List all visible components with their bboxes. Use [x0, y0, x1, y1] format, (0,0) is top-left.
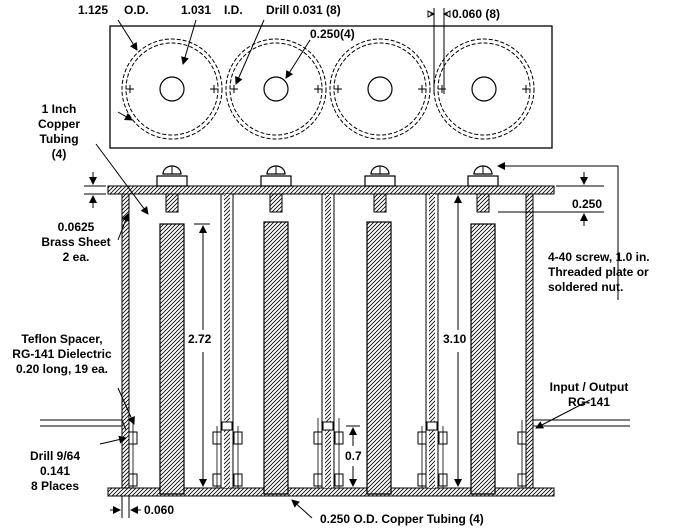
brass-sheet-line-2: Brass Sheet: [41, 235, 111, 249]
teflon-spacer-line-3: 0.20 long, 19 ea.: [15, 362, 109, 376]
coupling-wires: [132, 418, 523, 488]
od-value: 1.125: [78, 3, 109, 17]
side-leaders: [95, 143, 619, 519]
top-view: [109, 8, 553, 149]
resonator-rod-1: [159, 223, 185, 495]
top-brass-sheet: [107, 185, 555, 195]
screw-note-label: 4-40 screw, 1.0 in. Threaded plate or so…: [548, 250, 650, 295]
tuning-screw-1: [156, 165, 188, 213]
dim-brass: [84, 172, 106, 208]
hole-label: 0.250(4): [310, 27, 355, 41]
resonator-rod-4: [470, 223, 496, 495]
id-leader: [181, 19, 197, 65]
top-plate-outline: [109, 25, 553, 149]
resonator-rod-3: [366, 221, 392, 495]
copper-tubing-line-4: (4): [51, 147, 67, 161]
screw-note-line-2: Threaded plate or: [548, 265, 649, 279]
od-label: O.D.: [124, 3, 149, 17]
drill-places-line-1: Drill 9/64: [29, 449, 81, 463]
resonator-rod-2: [263, 221, 289, 495]
screw-note-line-1: 4-40 screw, 1.0 in.: [548, 250, 650, 264]
hole-leader: [285, 39, 311, 79]
dim-310: [450, 193, 466, 489]
input-coax: [40, 419, 127, 431]
io-label: Input / Output RG-141: [540, 380, 638, 410]
tuning-screw-2: [260, 165, 292, 213]
right-wall: [525, 193, 534, 489]
od-leader: [117, 19, 138, 51]
copper-tubing-line-1: 1 Inch: [41, 102, 77, 116]
side-view: [40, 143, 630, 519]
dim-07-label: 0.7: [345, 449, 362, 463]
io-line-1: Input / Output: [549, 380, 629, 394]
top-resonator-3: [329, 38, 431, 140]
drill-places-label: Drill 9/64 0.141 8 Places: [14, 449, 96, 494]
teflon-spacer-line-1: Teflon Spacer,: [21, 332, 103, 346]
dim-060: [110, 496, 141, 518]
id-label: I.D.: [224, 3, 243, 17]
drill-places-line-3: 8 Places: [30, 479, 80, 493]
top-resonator-4: [433, 38, 535, 140]
screw-note-line-3: soldered nut.: [548, 280, 624, 294]
top-resonator-2: [225, 38, 327, 140]
io-line-2: RG-141: [567, 395, 611, 409]
brass-sheet-label: 0.0625 Brass Sheet 2 ea.: [30, 220, 122, 265]
bottom-tubing-label: 0.250 O.D. Copper Tubing (4): [320, 512, 484, 526]
copper-tubing-line-3: Tubing: [39, 132, 79, 146]
output-coax: [533, 419, 630, 427]
dim-07: [346, 425, 360, 489]
tubing-leader: [117, 111, 133, 121]
dim-272-label: 2.72: [188, 332, 212, 346]
id-value: 1.031: [181, 3, 212, 17]
tuning-screw-4: [467, 165, 499, 213]
dim-272: [194, 223, 210, 489]
gap-label: 0.060 (8): [452, 7, 501, 21]
brass-sheet-line-1: 0.0625: [57, 220, 95, 234]
teflon-spacer-line-2: RG-141 Dielectric: [12, 347, 112, 361]
tuning-screw-3: [364, 165, 396, 213]
dim-060-label: 0.060: [144, 503, 175, 517]
left-wall: [121, 193, 130, 489]
dim-0250: [498, 172, 604, 226]
teflon-spacer-label: Teflon Spacer, RG-141 Dielectric 0.20 lo…: [3, 332, 121, 377]
copper-tubing-label: 1 Inch Copper Tubing (4): [30, 102, 88, 162]
drill-places-line-2: 0.141: [39, 464, 71, 478]
drill-leader: [235, 19, 265, 85]
brass-sheet-line-3: 2 ea.: [62, 250, 90, 264]
dim-0250-label: 0.250: [572, 197, 603, 211]
dim-310-label: 3.10: [443, 332, 467, 346]
top-resonator-1: [121, 38, 223, 140]
gap-dim: [427, 8, 451, 94]
copper-tubing-line-2: Copper: [38, 117, 80, 131]
drill-label: Drill 0.031 (8): [266, 3, 341, 17]
